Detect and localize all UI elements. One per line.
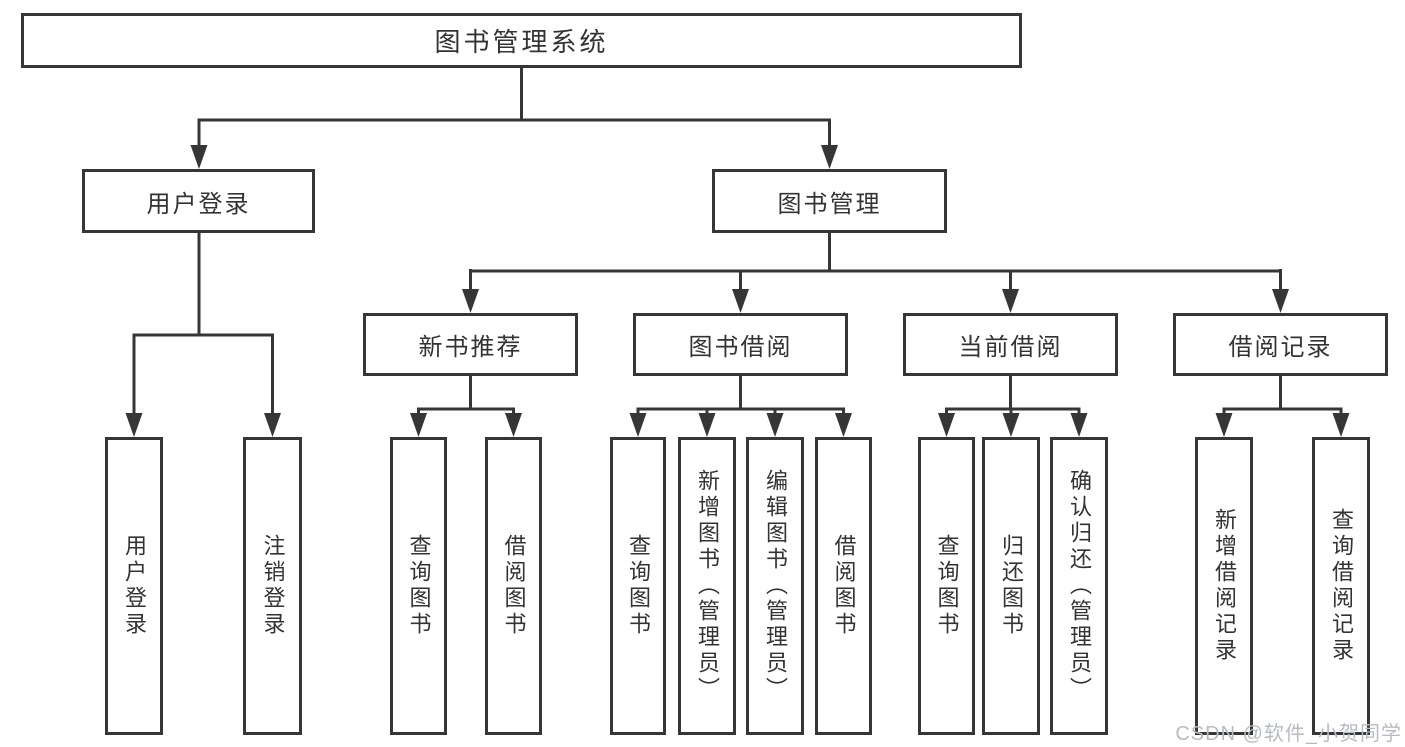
node-borrow-records: 借阅记录 bbox=[1173, 313, 1388, 376]
leaf-borrow-book-label: 借阅图书 bbox=[831, 534, 857, 638]
node-root: 图书管理系统 bbox=[21, 13, 1022, 68]
leaf-query-book-current: 查询图书 bbox=[918, 437, 975, 735]
arrowheads bbox=[125, 145, 1350, 437]
leaf-add-book-admin-label: 新增图书（管理员） bbox=[695, 469, 720, 703]
leaf-query-borrow-record: 查询借阅记录 bbox=[1312, 437, 1370, 735]
leaf-add-borrow-record: 新增借阅记录 bbox=[1195, 437, 1253, 735]
leaf-add-borrow-record-label: 新增借阅记录 bbox=[1212, 508, 1237, 664]
leaf-user-login-label: 用户登录 bbox=[122, 534, 147, 638]
leaf-borrow-book-recommend: 借阅图书 bbox=[485, 437, 542, 735]
leaf-logout-label: 注销登录 bbox=[260, 534, 286, 638]
node-user-login-label: 用户登录 bbox=[146, 190, 251, 218]
leaf-user-login: 用户登录 bbox=[105, 437, 163, 735]
leaf-query-book-borrow-label: 查询图书 bbox=[626, 534, 651, 638]
leaf-confirm-return-admin: 确认归还（管理员） bbox=[1050, 437, 1108, 735]
node-user-login: 用户登录 bbox=[82, 169, 315, 233]
node-book-management: 图书管理 bbox=[712, 169, 947, 233]
node-current-borrow: 当前借阅 bbox=[903, 313, 1118, 376]
leaf-query-book-recommend-label: 查询图书 bbox=[406, 534, 432, 638]
leaf-confirm-return-admin-label: 确认归还（管理员） bbox=[1067, 469, 1092, 703]
node-book-borrow: 图书借阅 bbox=[633, 313, 848, 376]
leaf-query-borrow-record-label: 查询借阅记录 bbox=[1329, 508, 1354, 664]
leaf-borrow-book: 借阅图书 bbox=[815, 437, 872, 735]
leaf-query-book-recommend: 查询图书 bbox=[390, 437, 447, 735]
leaf-return-book-label: 归还图书 bbox=[999, 534, 1024, 638]
node-root-label: 图书管理系统 bbox=[434, 27, 609, 57]
leaf-query-book-current-label: 查询图书 bbox=[934, 534, 960, 638]
leaf-edit-book-admin-label: 编辑图书（管理员） bbox=[763, 469, 788, 703]
node-new-book-recommend: 新书推荐 bbox=[363, 313, 578, 376]
leaf-query-book-borrow: 查询图书 bbox=[610, 437, 666, 735]
node-new-book-recommend-label: 新书推荐 bbox=[418, 334, 523, 361]
node-book-management-label: 图书管理 bbox=[777, 190, 882, 218]
node-current-borrow-label: 当前借阅 bbox=[958, 334, 1063, 361]
node-borrow-records-label: 借阅记录 bbox=[1228, 334, 1333, 361]
leaf-logout: 注销登录 bbox=[243, 437, 302, 735]
csdn-watermark: CSDN @软件_小贺同学 bbox=[1175, 723, 1402, 745]
leaf-borrow-book-recommend-label: 借阅图书 bbox=[501, 534, 527, 638]
leaf-edit-book-admin: 编辑图书（管理员） bbox=[746, 437, 804, 735]
leaf-add-book-admin: 新增图书（管理员） bbox=[678, 437, 736, 735]
leaf-return-book: 归还图书 bbox=[982, 437, 1040, 735]
node-book-borrow-label: 图书借阅 bbox=[688, 334, 793, 361]
